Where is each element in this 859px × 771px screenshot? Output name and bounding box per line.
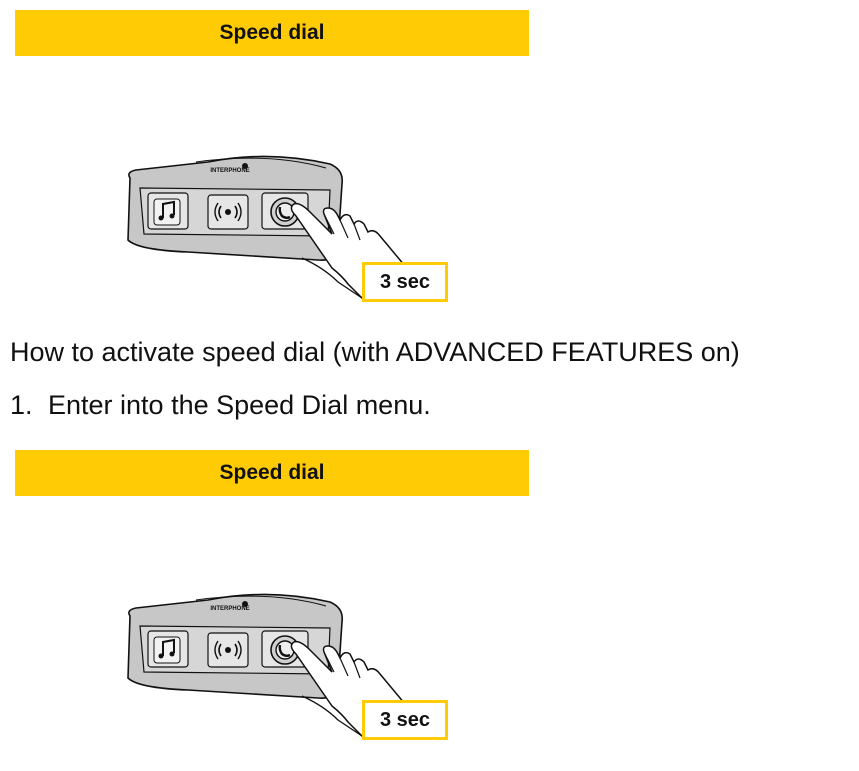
banner-title: Speed dial xyxy=(219,461,325,484)
intercom-device-drawing: INTERPHONE xyxy=(127,593,420,739)
press-duration-text: 3 sec xyxy=(379,270,431,293)
intercom-icon xyxy=(214,202,242,222)
step-item: 1. Enter into the Speed Dial menu. xyxy=(10,390,431,421)
intercom-button xyxy=(207,194,249,230)
phone-icon xyxy=(278,206,291,219)
intercom-icon xyxy=(214,640,242,660)
press-duration-label: 3 sec xyxy=(362,262,448,302)
step-text: Enter into the Speed Dial menu. xyxy=(48,390,431,420)
device-logo: INTERPHONE xyxy=(210,168,249,174)
music-note-icon xyxy=(158,200,175,221)
music-note-icon xyxy=(158,638,175,659)
intercom-device-drawing: INTERPHONE xyxy=(127,155,420,301)
step-number: 1. xyxy=(10,390,33,420)
press-duration-text: 3 sec xyxy=(379,708,431,731)
intercom-button xyxy=(207,632,249,668)
device-logo: INTERPHONE xyxy=(210,606,249,612)
music-button xyxy=(147,630,189,668)
section-banner: Speed dial xyxy=(15,450,529,496)
section-banner: Speed dial xyxy=(15,10,529,56)
phone-icon xyxy=(278,644,291,657)
banner-title: Speed dial xyxy=(219,21,325,44)
device-illustration: INTERPHONE xyxy=(118,150,458,310)
section-heading: How to activate speed dial (with ADVANCE… xyxy=(10,337,740,367)
press-duration-label: 3 sec xyxy=(362,700,448,740)
device-illustration: INTERPHONE xyxy=(118,588,458,748)
music-button xyxy=(147,192,189,230)
